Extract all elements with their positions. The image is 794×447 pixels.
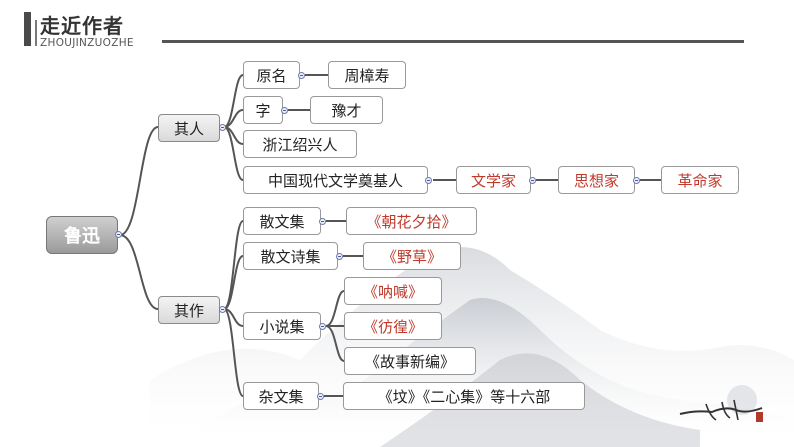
node-zhou-zhangshou[interactable]: 周樟寿 — [328, 61, 406, 89]
collapse-zawenji[interactable] — [317, 393, 324, 400]
page-subtitle: ZHOUJINZUOZHE — [40, 37, 134, 49]
node-gemingjia[interactable]: 革命家 — [661, 166, 739, 194]
node-sixiangjia[interactable]: 思想家 — [558, 166, 635, 194]
branch-node-qiren[interactable]: 其人 — [158, 114, 220, 142]
node-xiaoshuoji[interactable]: 小说集 — [243, 312, 321, 340]
branch-node-qizuo[interactable]: 其作 — [158, 296, 220, 324]
node-fen[interactable]: 《坟》《二心集》等十六部 — [343, 382, 585, 410]
node-panghuang[interactable]: 《彷徨》 — [344, 312, 442, 340]
node-zi[interactable]: 字 — [243, 96, 283, 124]
connector-xiaoshuoji-nahan — [325, 290, 345, 327]
root-node-luxun[interactable]: 鲁迅 — [46, 216, 118, 254]
node-founder[interactable]: 中国现代文学奠基人 — [243, 166, 428, 194]
connector-qizuo-sanwenshiji — [223, 255, 244, 310]
collapse-qiren[interactable] — [219, 124, 226, 131]
collapse-sanwenshiji[interactable] — [336, 253, 343, 260]
collapse-qizuo[interactable] — [219, 306, 226, 313]
header-accent-bar — [24, 12, 31, 46]
collapse-yuanming[interactable] — [298, 72, 305, 79]
node-yucai[interactable]: 豫才 — [310, 96, 383, 124]
node-zhaohua[interactable]: 《朝花夕拾》 — [346, 207, 477, 235]
connector-xiaoshuoji-gushi — [325, 325, 345, 362]
header-rule — [162, 40, 744, 43]
collapse-founder[interactable] — [425, 177, 432, 184]
collapse-sanwenji[interactable] — [319, 218, 326, 225]
header-accent-bar-thin — [35, 20, 37, 46]
collapse-wenxuejia[interactable] — [529, 177, 536, 184]
collapse-xiaoshuoji[interactable] — [319, 323, 326, 330]
collapse-root[interactable] — [115, 231, 122, 238]
node-sanwenshiji[interactable]: 散文诗集 — [243, 242, 338, 270]
collapse-sixiangjia[interactable] — [633, 177, 640, 184]
node-zawenji[interactable]: 杂文集 — [243, 382, 319, 410]
node-yuanming[interactable]: 原名 — [243, 61, 300, 89]
collapse-zi[interactable] — [281, 107, 288, 114]
calligraphy-seal-graphic — [679, 385, 763, 422]
node-gushi[interactable]: 《故事新编》 — [344, 347, 476, 375]
node-nahan[interactable]: 《呐喊》 — [344, 277, 442, 305]
connector-root-qizuo — [119, 234, 159, 310]
connector-qiren-yuanming — [223, 74, 244, 128]
node-sanwenji[interactable]: 散文集 — [243, 207, 321, 235]
connector-qizuo-sanwenji — [223, 220, 244, 310]
connector-root-qiren — [119, 126, 159, 236]
node-zhejiang[interactable]: 浙江绍兴人 — [243, 130, 357, 158]
node-yecao[interactable]: 《野草》 — [363, 242, 461, 270]
node-wenxuejia[interactable]: 文学家 — [456, 166, 531, 194]
connector-qiren-founder — [223, 126, 244, 181]
connector-qizuo-zawenji — [223, 308, 244, 397]
page-title: 走近作者 — [40, 14, 124, 38]
